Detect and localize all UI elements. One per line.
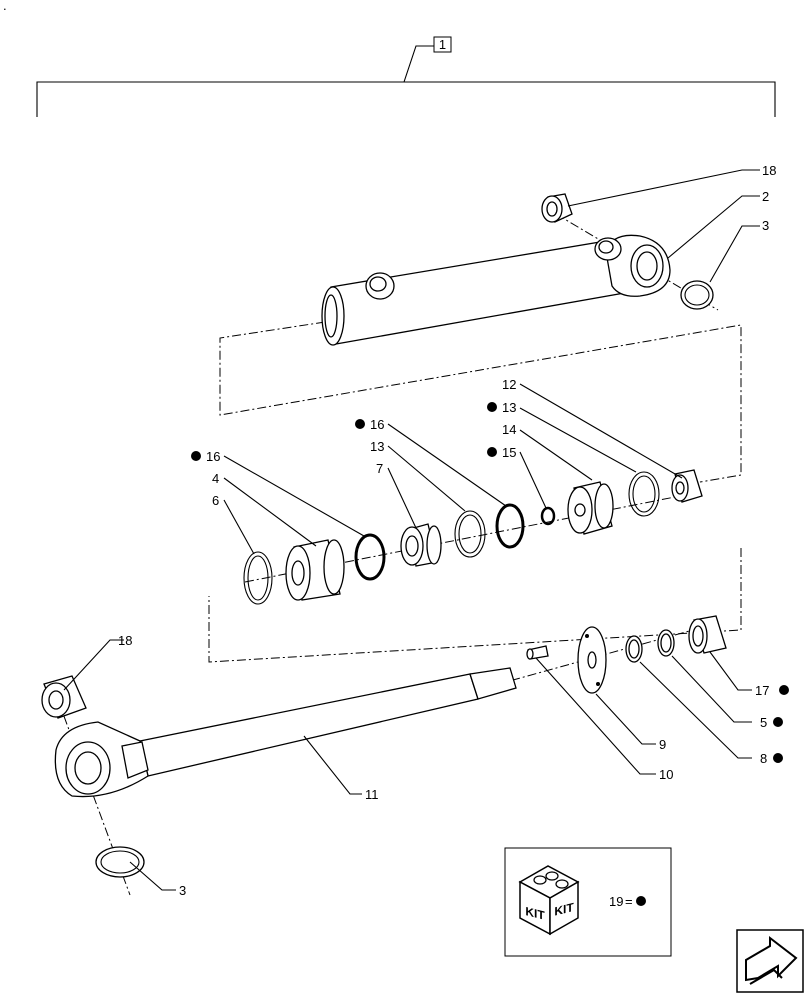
o-ring-16-left	[354, 533, 386, 581]
ring-13-middle	[454, 510, 486, 558]
kit-text-left: KIT	[525, 904, 545, 923]
callout-3-upper: 3	[762, 218, 769, 233]
bushing-18-upper	[541, 193, 573, 223]
callout-14: 14	[502, 422, 516, 437]
snap-ring-6	[243, 551, 273, 605]
ring-5	[657, 629, 675, 657]
bushing-17	[688, 615, 727, 654]
o-ring-15	[540, 506, 556, 526]
o-ring-16-middle	[495, 503, 525, 549]
callout-15: 15	[502, 445, 516, 460]
leader-lines	[63, 169, 760, 891]
callout-13-middle: 13	[370, 439, 384, 454]
callout-6: 6	[212, 493, 219, 508]
corner-dot: .	[3, 0, 7, 13]
callout-18-lower: 18	[118, 633, 132, 648]
callout-10: 10	[659, 767, 673, 782]
next-page-arrow-icon[interactable]	[736, 929, 804, 993]
kit-dot-13-upper	[487, 402, 497, 412]
callout-13-upper: 13	[502, 400, 516, 415]
bushing-7	[400, 523, 442, 567]
ring-8	[625, 635, 643, 663]
kit-dot-8	[773, 753, 783, 763]
callout-17: 17	[755, 683, 769, 698]
kit-legend-box: KIT KIT 19 =	[504, 847, 672, 957]
piston-4	[285, 539, 345, 601]
ring-13-upper	[628, 471, 660, 517]
callout-16-middle: 16	[370, 417, 384, 432]
kit-dot-15	[487, 447, 497, 457]
retaining-ring-3-upper	[680, 280, 714, 310]
screw-10	[526, 645, 549, 660]
callout-5: 5	[760, 715, 767, 730]
callout-7: 7	[376, 461, 383, 476]
gland-14	[567, 481, 614, 535]
piston-rod-11	[54, 667, 517, 798]
kit-dot-16-left	[191, 451, 201, 461]
callout-4: 4	[212, 471, 219, 486]
callout-9: 9	[659, 737, 666, 752]
callout-11: 11	[365, 787, 379, 802]
assembly-label: 1	[439, 37, 446, 52]
callout-18-upper: 18	[762, 163, 776, 178]
callout-8: 8	[760, 751, 767, 766]
callout-2: 2	[762, 189, 769, 204]
kit-number: 19	[609, 894, 623, 909]
callout-12: 12	[502, 377, 516, 392]
assembly-bracket: 1	[36, 36, 776, 117]
bushing-18-lower	[41, 675, 87, 719]
callout-3-lower: 3	[179, 883, 186, 898]
kit-dot-16-middle	[355, 419, 365, 429]
callout-labels: 18 2 3 12 13 14 15 16 13 7 16 4 6 18 11 …	[118, 163, 789, 898]
kit-dot-17	[779, 685, 789, 695]
kit-box-icon: KIT KIT	[518, 865, 580, 936]
retaining-ring-3-lower	[95, 846, 145, 878]
callout-16-left: 16	[206, 449, 220, 464]
kit-text-right: KIT	[554, 900, 574, 919]
kit-equals: =	[625, 894, 633, 909]
kit-dot-5	[773, 717, 783, 727]
cylinder-barrel	[321, 234, 671, 346]
plate-9	[577, 626, 607, 694]
filled-dot-icon	[636, 896, 646, 906]
